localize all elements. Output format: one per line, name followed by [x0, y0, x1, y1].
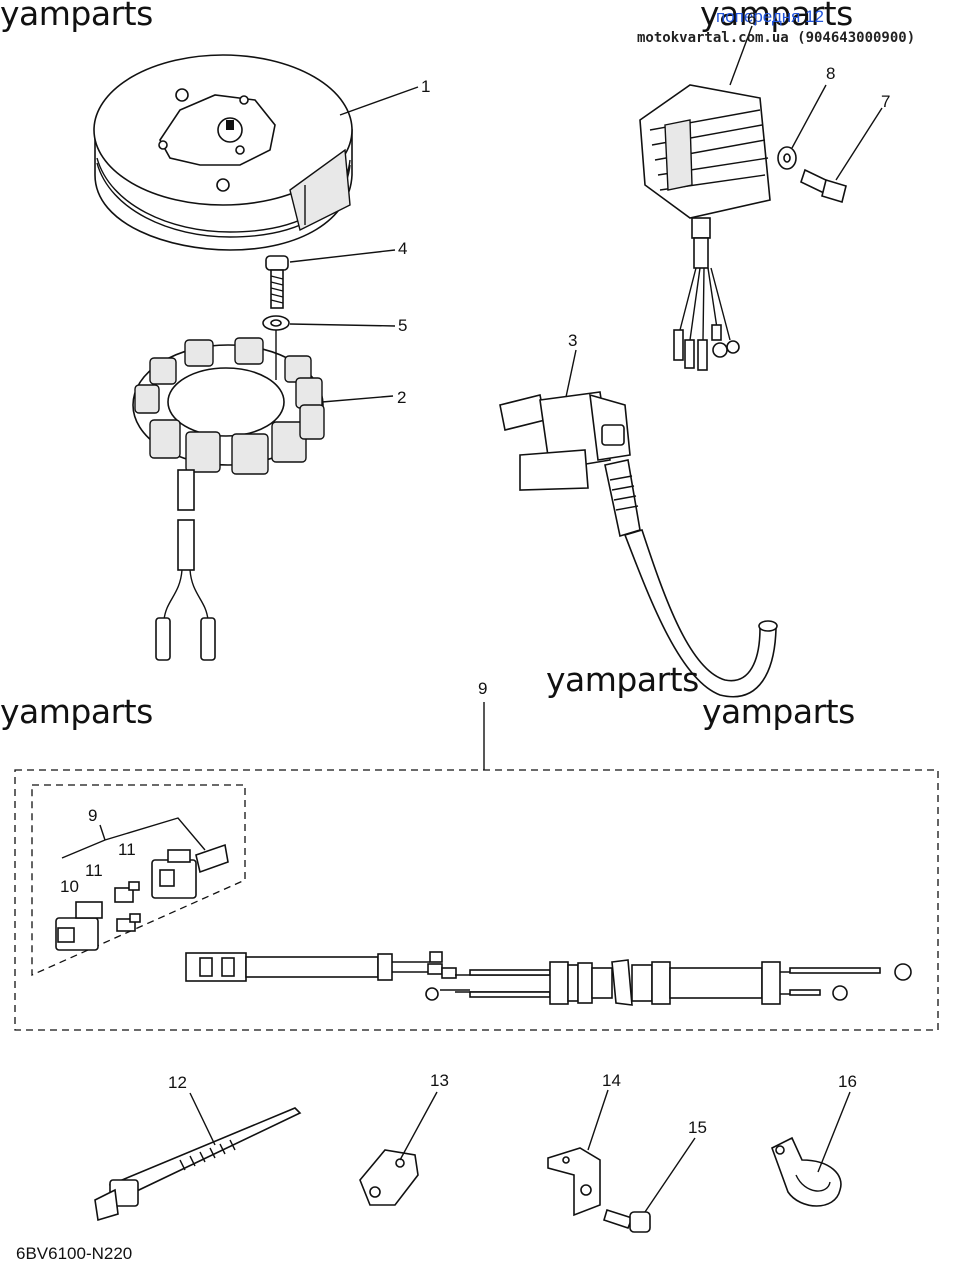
leader-8 — [791, 84, 827, 149]
rectifier-part — [639, 84, 771, 371]
site-info: motokvartal.com.ua (904643000900) — [637, 30, 916, 46]
callout-6-layer: 6 — [747, 9, 756, 28]
callout-10: 10 — [60, 877, 79, 896]
leader-1 — [339, 86, 419, 116]
watermark-mid-left: yamparts — [0, 692, 153, 731]
harness-outer-box — [14, 769, 939, 1031]
coupler-part — [151, 843, 229, 899]
pulser-coil-part — [499, 391, 778, 698]
callout-7: 7 — [881, 92, 890, 111]
watermark-mid-right: yamparts — [702, 692, 855, 731]
leader-9b — [61, 817, 206, 859]
leader-4 — [289, 249, 396, 263]
callout-5: 5 — [398, 316, 407, 335]
callout-6: 6 — [747, 9, 756, 28]
callout-11a: 11 — [118, 840, 136, 859]
callout-16: 16 — [838, 1072, 857, 1091]
leader-14 — [587, 1089, 609, 1151]
washer-8-part — [777, 146, 797, 170]
callout-1: 1 — [421, 77, 430, 96]
leader-6 — [729, 25, 753, 86]
callout-9b: 9 — [88, 806, 97, 825]
bolt-7-part — [800, 168, 847, 204]
watermark-top-right: yamparts — [700, 0, 853, 33]
stator-part — [132, 330, 325, 661]
leader-15 — [644, 1137, 696, 1213]
leader-3 — [565, 349, 577, 398]
leader-2 — [321, 395, 394, 403]
callout-8: 8 — [826, 64, 835, 83]
washer-5-part — [262, 315, 290, 331]
cable-tie-part — [94, 1107, 302, 1222]
callout-14: 14 — [602, 1071, 621, 1090]
callout-15: 15 — [688, 1118, 707, 1137]
callout-12: 12 — [168, 1073, 187, 1092]
diagram-code: 6BV6100-N220 — [16, 1244, 133, 1263]
terminal-11-part — [114, 881, 141, 932]
bolt-15-part — [603, 1208, 651, 1233]
watermark-mid-center: yamparts — [546, 660, 699, 699]
harness-inner-box — [31, 784, 246, 977]
bolt-4-part — [265, 255, 289, 309]
harness-cable-part — [185, 951, 912, 1006]
clamp-16-part — [771, 1136, 842, 1207]
watermark-top-left: yamparts — [0, 0, 153, 33]
connector-10-part — [55, 901, 103, 951]
flywheel-part — [93, 54, 353, 251]
callout-11b: 11 — [85, 861, 103, 880]
callout-4: 4 — [398, 239, 407, 258]
callout-2: 2 — [397, 388, 406, 407]
leader-13 — [399, 1091, 438, 1161]
leader-12 — [189, 1092, 216, 1146]
callout-13: 13 — [430, 1071, 449, 1090]
bracket-14-part — [547, 1147, 601, 1217]
leader-5 — [289, 323, 396, 327]
callout-3: 3 — [568, 331, 577, 350]
prev-page-link[interactable]: попередня 12 — [716, 7, 825, 26]
leader-16 — [817, 1091, 851, 1173]
callout-9: 9 — [478, 679, 487, 698]
leader-7 — [835, 107, 883, 181]
clamp-13-part — [359, 1149, 419, 1206]
